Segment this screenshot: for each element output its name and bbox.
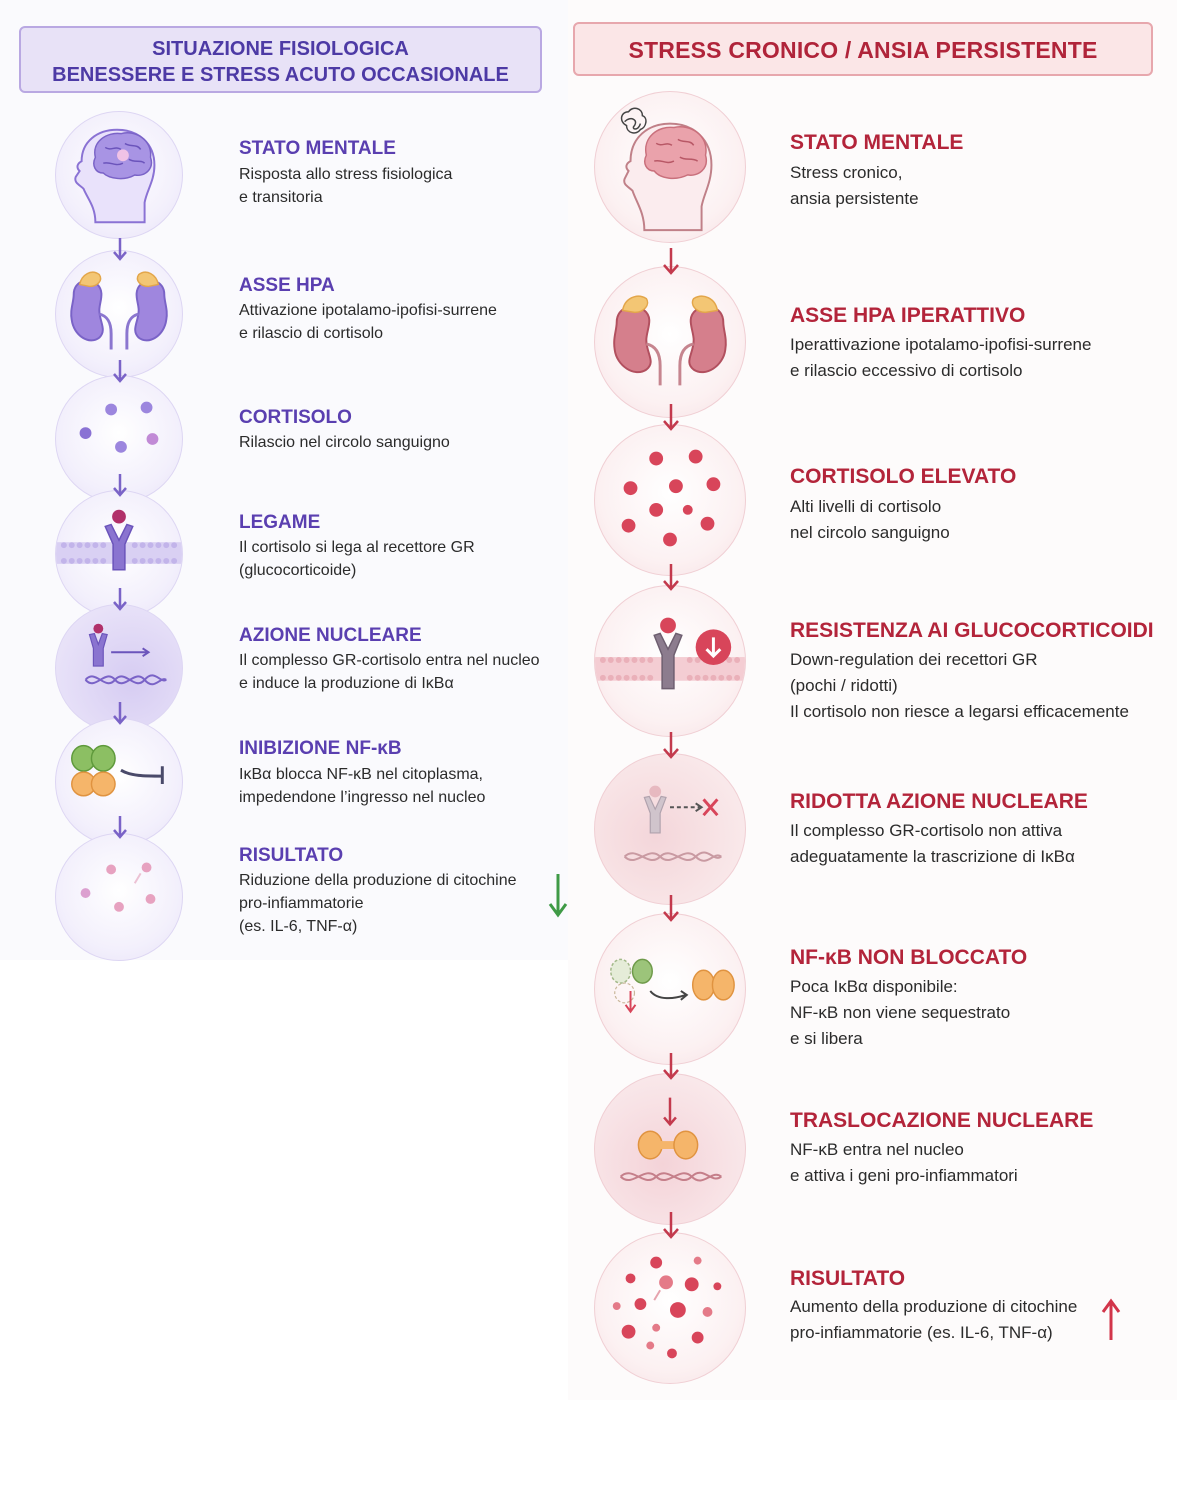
kidney-adrenal-icon <box>55 250 183 378</box>
right-step8-description: Aumento della produzione di citochine pr… <box>790 1297 1078 1342</box>
flow-arrow <box>663 404 679 431</box>
left-step3-description: Rilascio nel circolo sanguigno <box>239 434 450 451</box>
left-step1-description: Risposta allo stress fisiologica e trans… <box>239 166 453 206</box>
right-step2-description: Iperattivazione ipotalamo-ipofisi-surren… <box>790 335 1092 380</box>
right-step1-title: STATO MENTALE <box>790 131 964 154</box>
right-step7-title: TRASLOCAZIONE NUCLEARE <box>790 1109 1094 1132</box>
left-step4-title: LEGAME <box>239 512 321 533</box>
flow-arrow <box>663 564 679 591</box>
flow-arrow <box>113 474 127 497</box>
left-step4-description: Il cortisolo si lega al recettore GR (gl… <box>239 539 475 579</box>
left-step7-title: RISULTATO <box>239 845 344 866</box>
flow-arrow <box>113 588 127 611</box>
cytokines-low-icon <box>55 833 183 961</box>
right-step6-description: Poca IκBα disponibile: NF-κB non viene s… <box>790 977 1011 1048</box>
left-step5-description: Il complesso GR-cortisolo entra nel nucl… <box>239 652 540 692</box>
flow-arrow <box>113 360 127 383</box>
left-step2-title: ASSE HPA <box>239 275 335 296</box>
left-step1-title: STATO MENTALE <box>239 138 396 159</box>
left-step3-title: CORTISOLO <box>239 407 352 428</box>
left-step6-description: IκBα blocca NF-κB nel citoplasma, impede… <box>239 766 486 806</box>
cortisol-high-icon <box>594 424 746 576</box>
left-step2-description: Attivazione ipotalamo-ipofisi-surrene e … <box>239 302 497 342</box>
nucleus-blocked-icon <box>594 753 746 905</box>
flow-arrow <box>113 238 127 261</box>
left-step5-title: AZIONE NUCLEARE <box>239 625 422 646</box>
right-step6-title: NF-κB NON BLOCCATO <box>790 946 1028 969</box>
right-step1-description: Stress cronico, ansia persistente <box>790 163 919 208</box>
flow-arrow <box>663 895 679 922</box>
flow-arrow <box>663 1053 679 1080</box>
right-step3-description: Alti livelli di cortisolo nel circolo sa… <box>790 497 950 542</box>
right-step3-title: CORTISOLO ELEVATO <box>790 465 1017 488</box>
right-step5-description: Il complesso GR-cortisolo non attiva ade… <box>790 821 1075 866</box>
flow-arrow <box>113 702 127 725</box>
right-step2-title: ASSE HPA IPERATTIVO <box>790 304 1026 327</box>
down-arrow-icon <box>548 874 568 918</box>
nfkb-translocation-icon <box>594 1073 746 1225</box>
left-step7-description: Riduzione della produzione di citochine … <box>239 872 517 935</box>
left-header-line1: SITUAZIONE FISIOLOGICA <box>152 38 409 60</box>
right-step5-title: RIDOTTA AZIONE NUCLEARE <box>790 790 1088 813</box>
flow-arrow <box>113 816 127 839</box>
left-header-line2: BENESSERE E STRESS ACUTO OCCASIONALE <box>52 64 509 86</box>
flow-arrow <box>663 248 679 275</box>
left-column-header: SITUAZIONE FISIOLOGICA BENESSERE E STRES… <box>19 26 542 93</box>
right-step4-title: RESISTENZA AI GLUCOCORTICOIDI <box>790 619 1154 642</box>
right-step4-description: Down-regulation dei recettori GR (pochi … <box>790 650 1129 721</box>
brain-head-icon <box>55 111 183 239</box>
right-step7-description: NF-κB entra nel nucleo e attiva i geni p… <box>790 1140 1018 1185</box>
flow-arrow <box>663 1212 679 1239</box>
kidney-adrenal-icon <box>594 266 746 418</box>
nfkb-release-icon <box>594 913 746 1065</box>
left-step6-title: INIBIZIONE NF-κB <box>239 738 402 759</box>
receptor-downregulation-icon <box>594 585 746 737</box>
stressed-head-icon <box>594 91 746 243</box>
up-arrow-icon <box>1101 1298 1121 1340</box>
right-step8-title: RISULTATO <box>790 1267 906 1290</box>
cytokines-high-icon <box>594 1232 746 1384</box>
flow-arrow <box>663 732 679 759</box>
right-column-header: STRESS CRONICO / ANSIA PERSISTENTE <box>573 22 1153 76</box>
